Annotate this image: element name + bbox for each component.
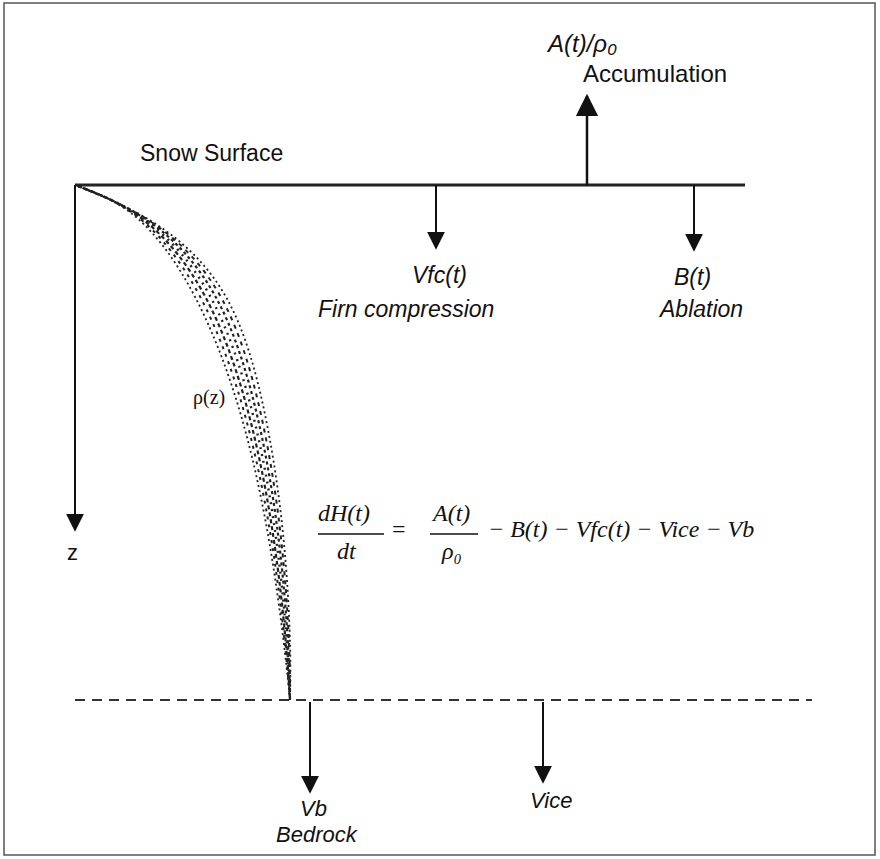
bedrock-arrow	[309, 702, 311, 792]
process-name: Ablation	[660, 296, 743, 322]
density-stipple	[78, 186, 290, 700]
ablation-arrow	[693, 185, 695, 250]
surface-label: Snow Surface	[140, 140, 283, 166]
density-curve	[78, 186, 290, 700]
density-stipple	[78, 186, 290, 700]
formula: B(t)	[674, 264, 711, 290]
density-stipple	[78, 186, 290, 700]
ice-arrow	[542, 702, 544, 782]
density-stipple	[78, 186, 290, 700]
depth-axis	[74, 185, 76, 530]
velocity-symbol: Vice	[530, 788, 572, 813]
frame	[4, 3, 875, 855]
formula: A(t)/ρ₀	[548, 30, 617, 58]
accumulation-arrow	[586, 96, 589, 185]
equation-part: A(t)	[433, 500, 470, 528]
firn-compression-arrow	[435, 185, 437, 248]
bedrock-line	[75, 699, 812, 701]
equation-part: dt	[337, 538, 356, 566]
equation-part: =	[392, 516, 406, 544]
axis-label: z	[67, 540, 78, 565]
process-name: Bedrock	[276, 822, 357, 847]
fraction-bar	[318, 533, 384, 535]
equation-part: − B(t) − Vfc(t) − Vice − Vb	[488, 516, 754, 544]
density-stipple	[78, 186, 290, 700]
density-symbol: ρ(z)	[193, 386, 225, 409]
equation-part: ρ₀	[442, 538, 462, 566]
process-name: Firn compression	[318, 296, 494, 322]
density-stipple	[78, 186, 290, 700]
snow-surface-line	[75, 184, 745, 187]
fraction-bar	[430, 533, 478, 535]
process-name: Accumulation	[583, 60, 727, 88]
density-stipple	[78, 186, 290, 700]
velocity-symbol: Vb	[300, 796, 327, 821]
equation-part: dH(t)	[318, 500, 370, 528]
velocity-symbol: Vfc(t)	[412, 262, 467, 288]
